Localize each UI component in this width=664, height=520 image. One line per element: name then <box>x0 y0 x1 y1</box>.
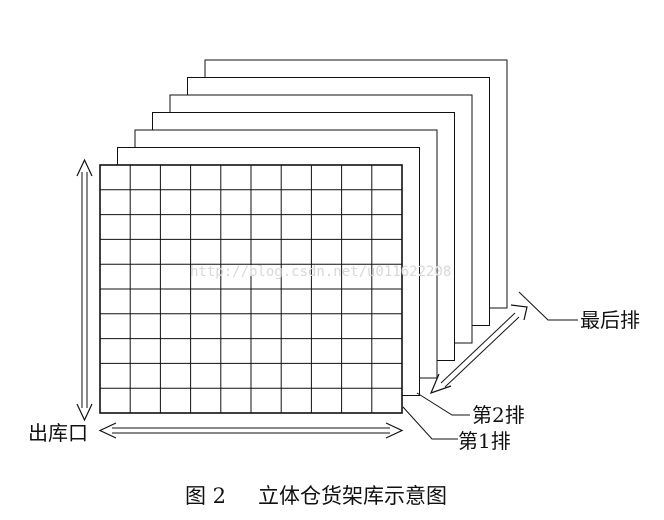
exit-label: 出库口 <box>28 421 88 445</box>
row-1-label: 第1排 <box>458 429 511 453</box>
watermark: http://blog.csdn.net/u011622208 <box>190 264 451 280</box>
depth-arrow <box>429 304 528 395</box>
height-arrow <box>76 158 93 422</box>
figure-caption: 立体仓货架库示意图 <box>258 484 447 508</box>
leader-lines <box>402 291 578 440</box>
figure-number: 图 2 <box>185 484 226 508</box>
front-rack-grid <box>99 164 403 414</box>
width-arrow <box>98 422 404 439</box>
row-2-label: 第2排 <box>472 403 525 427</box>
last-row-label: 最后排 <box>580 308 640 332</box>
